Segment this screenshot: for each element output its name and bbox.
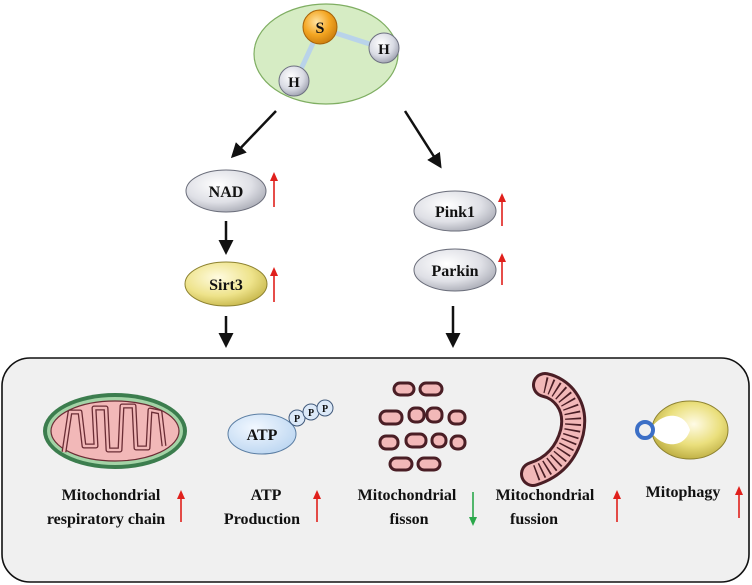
arrow-to-nad <box>230 110 277 159</box>
hydrogen-atom-right <box>368 32 400 64</box>
mitochondrion-icon <box>43 393 187 469</box>
sulfur-atom <box>302 9 338 45</box>
nad-label: NAD <box>209 184 244 201</box>
atp-production-label-line1: ATP <box>251 487 282 504</box>
pink1-node <box>413 190 497 232</box>
sirt3-node <box>184 261 268 307</box>
hydrogen-label-left: H <box>288 75 300 91</box>
pink1-label: Pink1 <box>435 204 475 221</box>
fission-label-line1: Mitochondrial <box>358 487 457 504</box>
respiratory-chain-label-line1: Mitochondrial <box>62 487 161 504</box>
parkin-node <box>413 248 497 292</box>
atp-icon: ATP P P P <box>227 399 334 455</box>
phosphate-2-label: P <box>308 408 314 419</box>
arrow-to-pink1 <box>403 110 442 169</box>
mitophagy-icon <box>635 400 729 460</box>
respiratory-chain-label-line2: respiratory chain <box>47 511 165 528</box>
sirt3-label: Sirt3 <box>209 277 243 294</box>
mitophagy-label: Mitophagy <box>646 484 721 501</box>
mitochondrial-fusion-icon <box>520 372 587 487</box>
fission-label-line2: fisson <box>389 511 428 528</box>
nad-up-arrow <box>270 172 278 207</box>
fission-down-arrow <box>469 492 477 526</box>
fusion-up-arrow <box>613 490 621 522</box>
sirt3-up-arrow <box>270 267 278 302</box>
fusion-label-line1: Mitochondrial <box>496 487 595 504</box>
sulfur-label: S <box>316 20 325 37</box>
fusion-label-line2: fussion <box>510 511 558 528</box>
parkin-label: Parkin <box>431 263 478 280</box>
hydrogen-label-right: H <box>378 42 390 58</box>
phosphate-1-label: P <box>294 414 300 425</box>
h2s-molecule: S H H <box>253 3 400 105</box>
hydrogen-atom-left <box>278 65 310 97</box>
atp-icon-label: ATP <box>247 427 278 444</box>
phosphate-3-label: P <box>322 404 328 415</box>
mitophagy-ring-icon <box>635 420 655 440</box>
nad-node <box>185 169 267 213</box>
mitochondrial-fission-icon <box>378 381 467 472</box>
pink1-up-arrow <box>498 193 506 226</box>
parkin-up-arrow <box>498 253 506 285</box>
respiratory-chain-up-arrow <box>177 490 185 522</box>
atp-production-label-line2: Production <box>224 511 300 528</box>
atp-production-up-arrow <box>313 490 321 522</box>
outcomes-panel <box>1 357 750 583</box>
mitophagy-up-arrow <box>735 486 743 518</box>
